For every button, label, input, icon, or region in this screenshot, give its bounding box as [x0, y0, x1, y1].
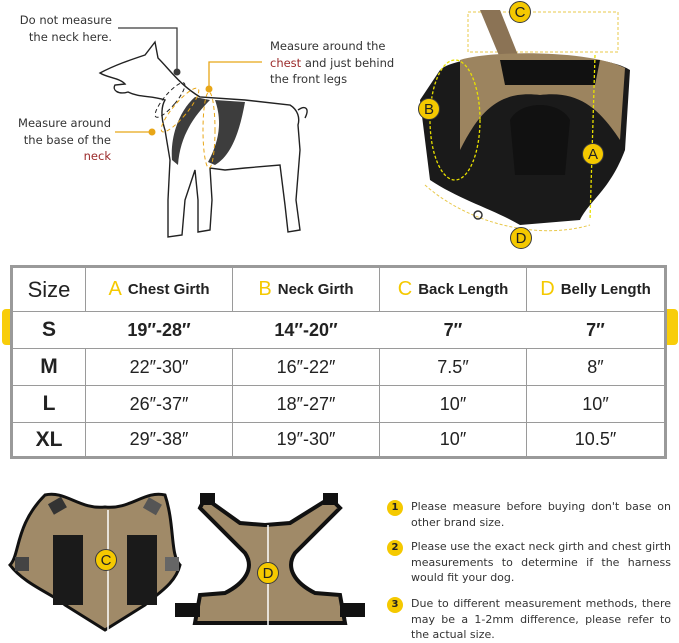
harness-label-a-badge: A — [582, 143, 604, 165]
note-line: chest and just behind — [270, 55, 400, 72]
harness-belly-view — [175, 493, 365, 638]
number-badge-icon: 1 — [387, 500, 403, 516]
harness-label-d-badge: D — [510, 227, 532, 249]
cell-back: 10″ — [380, 423, 527, 456]
belly-view-label-d-badge: D — [257, 562, 279, 584]
note-line: Measure around — [18, 116, 111, 130]
cell-back: 7″ — [443, 319, 463, 340]
cell-belly: 10.5″ — [574, 429, 617, 449]
cell-chest: 26″-37″ — [86, 386, 233, 422]
header-label: Belly Length — [560, 281, 651, 298]
note-do-not-measure: Do not measure the neck here. — [10, 12, 112, 45]
harness-label-c-badge: C — [509, 1, 531, 23]
header-label: Neck Girth — [277, 281, 354, 298]
cell-back: 7.5″ — [380, 349, 527, 385]
tip-text: Please use the exact neck girth and ches… — [411, 540, 671, 584]
note-line: Measure around the — [270, 39, 386, 53]
header-label: Chest Girth — [127, 281, 210, 298]
header-chest-girth: A Chest Girth — [86, 268, 233, 311]
letter-c: C — [397, 278, 413, 300]
cell-chest: 19″-28″ — [127, 319, 191, 340]
tip-text: Due to different measurement methods, th… — [411, 597, 671, 641]
harness-photo — [420, 10, 630, 232]
header-belly-length: D Belly Length — [527, 268, 664, 311]
size-chart-table: Size A Chest Girth B Neck Girth C Back Leng… — [10, 265, 667, 459]
note-neck: Measure around the base of the neck — [8, 115, 111, 165]
table-header-row: Size A Chest Girth B Neck Girth C Back Leng… — [13, 268, 664, 312]
cell-chest: 22″-30″ — [86, 349, 233, 385]
note-text: and just behind — [301, 55, 395, 70]
cell-size: S — [41, 318, 56, 341]
note-line: the front legs — [270, 72, 348, 86]
note-line: the neck here. — [28, 29, 112, 44]
cell-size: M — [13, 349, 86, 385]
number-badge-icon: 3 — [387, 597, 403, 613]
table-row-l: L 26″-37″ 18″-27″ 10″ 10″ — [13, 386, 664, 423]
cell-belly: 8″ — [587, 356, 604, 377]
cell-belly: 7″ — [586, 319, 605, 340]
cell-chest: 29″-38″ — [86, 423, 233, 456]
note-line: the base of the — [23, 132, 111, 147]
header-label: Back Length — [418, 281, 509, 298]
back-view-label-c-badge: C — [95, 549, 117, 571]
cell-neck: 14″-20″ — [274, 319, 338, 340]
note-chest: Measure around the chest and just behind… — [270, 38, 400, 88]
tip-text: Please measure before buying don't base … — [411, 500, 671, 529]
tip-item: 2 Please use the exact neck girth and ch… — [387, 539, 671, 586]
harness-label-b-badge: B — [418, 98, 440, 120]
cell-size: L — [13, 386, 86, 422]
tip-item: 3 Due to different measurement methods, … — [387, 596, 671, 643]
neck-highlight-word: neck — [83, 149, 111, 163]
note-line: Do not measure — [19, 13, 112, 27]
letter-a: A — [108, 278, 122, 300]
letter-b: B — [258, 278, 272, 300]
table-row-m: M 22″-30″ 16″-22″ 7.5″ 8″ — [13, 349, 664, 386]
cell-size: XL — [13, 423, 86, 456]
table-row-xl: XL 29″-38″ 19″-30″ 10″ 10.5″ — [13, 423, 664, 456]
header-back-length: C Back Length — [380, 268, 527, 311]
cell-neck: 18″-27″ — [233, 386, 380, 422]
cell-belly: 10″ — [582, 393, 609, 414]
header-neck-girth: B Neck Girth — [233, 268, 380, 311]
chest-highlight-word: chest — [270, 55, 302, 70]
tip-item: 1 Please measure before buying don't bas… — [387, 499, 671, 530]
cell-neck: 19″-30″ — [233, 423, 380, 456]
number-badge-icon: 2 — [387, 540, 403, 556]
cell-back: 10″ — [380, 386, 527, 422]
table-row-s: S 19″-28″ 14″-20″ 7″ 7″ — [13, 312, 664, 349]
letter-d: D — [540, 278, 555, 300]
cell-neck: 16″-22″ — [233, 349, 380, 385]
header-size: Size — [13, 268, 86, 311]
dog-diagram — [98, 27, 308, 238]
